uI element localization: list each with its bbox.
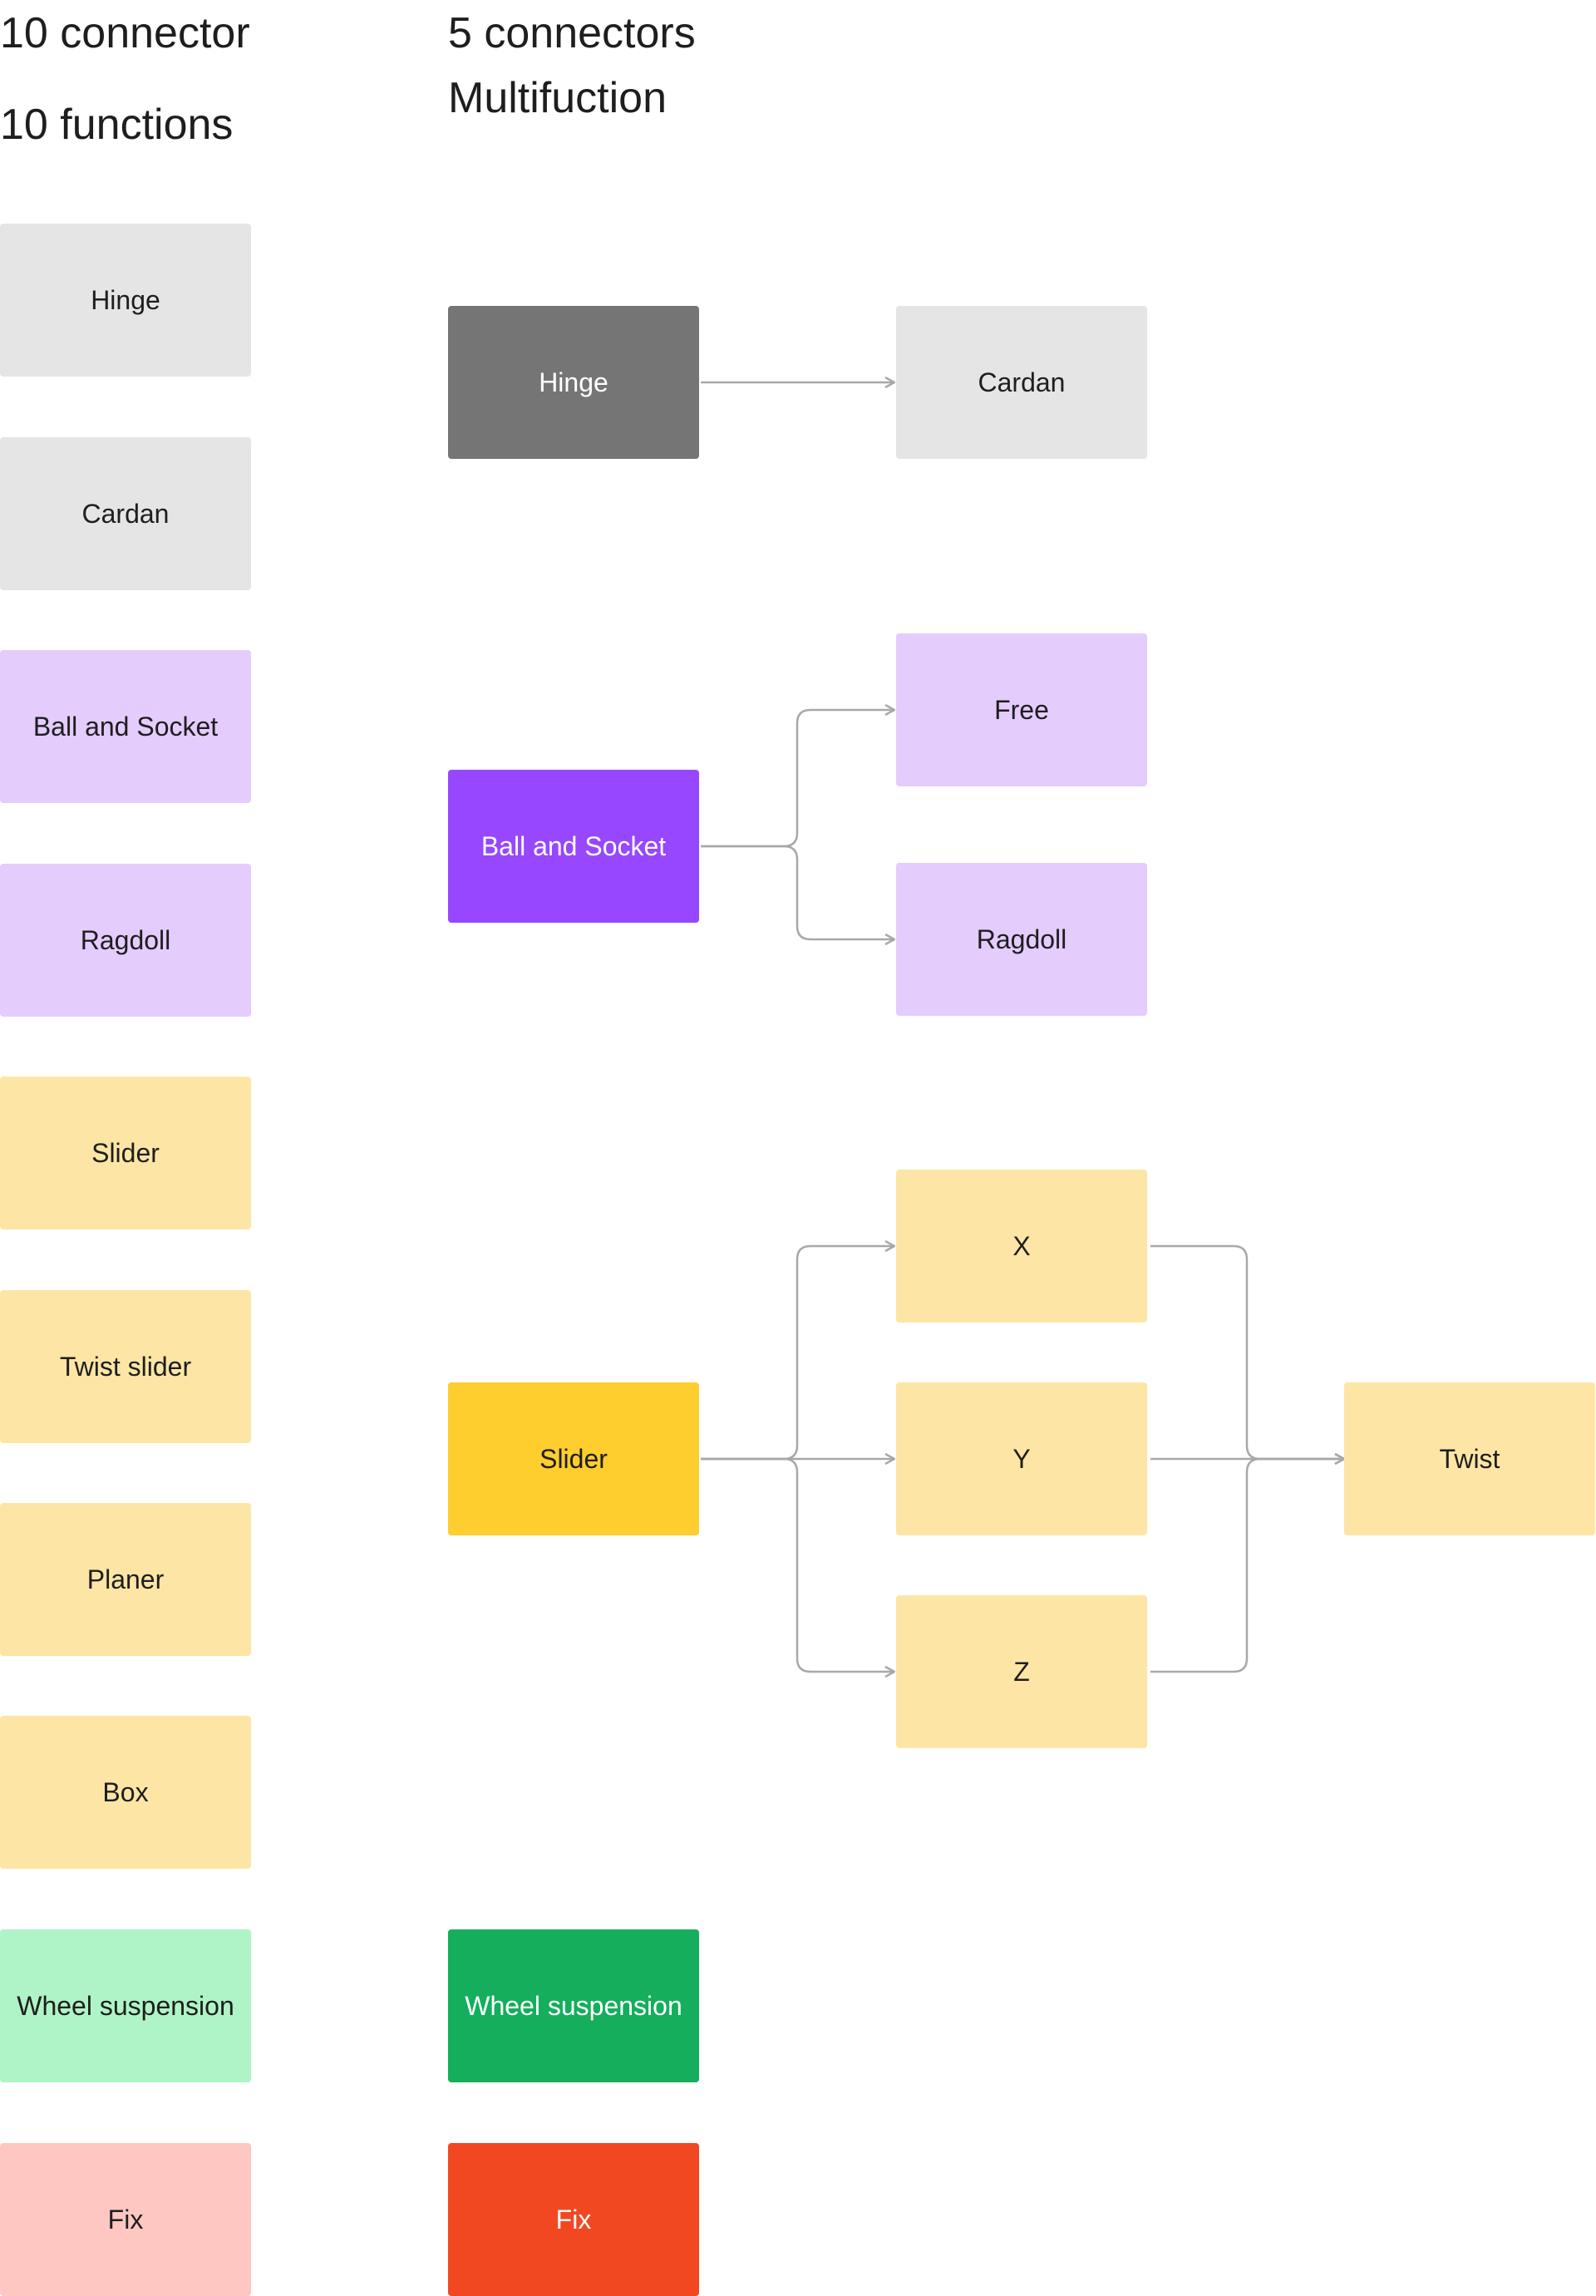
left-node-ragdoll[interactable]: Ragdoll	[0, 864, 251, 1017]
left-node-box[interactable]: Box	[0, 1716, 251, 1869]
left-node-hinge[interactable]: Hinge	[0, 224, 251, 377]
left-node-planer[interactable]: Planer	[0, 1503, 251, 1656]
left-node-ball-and-socket[interactable]: Ball and Socket	[0, 650, 251, 803]
node-z[interactable]: Z	[896, 1595, 1147, 1748]
node-fix[interactable]: Fix	[448, 2143, 699, 2296]
right-title-line1: 5 connectors	[448, 9, 696, 57]
left-node-cardan[interactable]: Cardan	[0, 437, 251, 590]
node-hinge[interactable]: Hinge	[448, 306, 699, 459]
connector-x-twist	[1150, 1244, 1344, 1459]
right-title-line2: Multifuction	[448, 74, 667, 122]
connector-ball-ragdoll	[701, 845, 894, 939]
left-node-fix[interactable]: Fix	[0, 2143, 251, 2296]
left-title-line1: 10 connector	[0, 9, 250, 57]
node-y[interactable]: Y	[896, 1382, 1147, 1535]
connector-slider-x	[701, 1246, 894, 1461]
node-free[interactable]: Free	[896, 633, 1147, 786]
left-title-line2: 10 functions	[0, 101, 234, 149]
node-twist[interactable]: Twist	[1344, 1382, 1595, 1535]
left-node-twist-slider[interactable]: Twist slider	[0, 1290, 251, 1443]
node-ragdoll[interactable]: Ragdoll	[896, 863, 1147, 1016]
node-x[interactable]: X	[896, 1170, 1147, 1323]
connector-z-twist	[1150, 1459, 1344, 1673]
node-slider[interactable]: Slider	[448, 1382, 699, 1535]
node-wheel-suspension[interactable]: Wheel suspension	[448, 1929, 699, 2082]
left-node-wheel-suspension[interactable]: Wheel suspension	[0, 1929, 251, 2082]
connector-ball-free	[701, 710, 894, 848]
node-ball-and-socket[interactable]: Ball and Socket	[448, 770, 699, 923]
connector-slider-z	[701, 1457, 894, 1672]
node-cardan[interactable]: Cardan	[896, 306, 1147, 459]
left-node-slider[interactable]: Slider	[0, 1077, 251, 1229]
